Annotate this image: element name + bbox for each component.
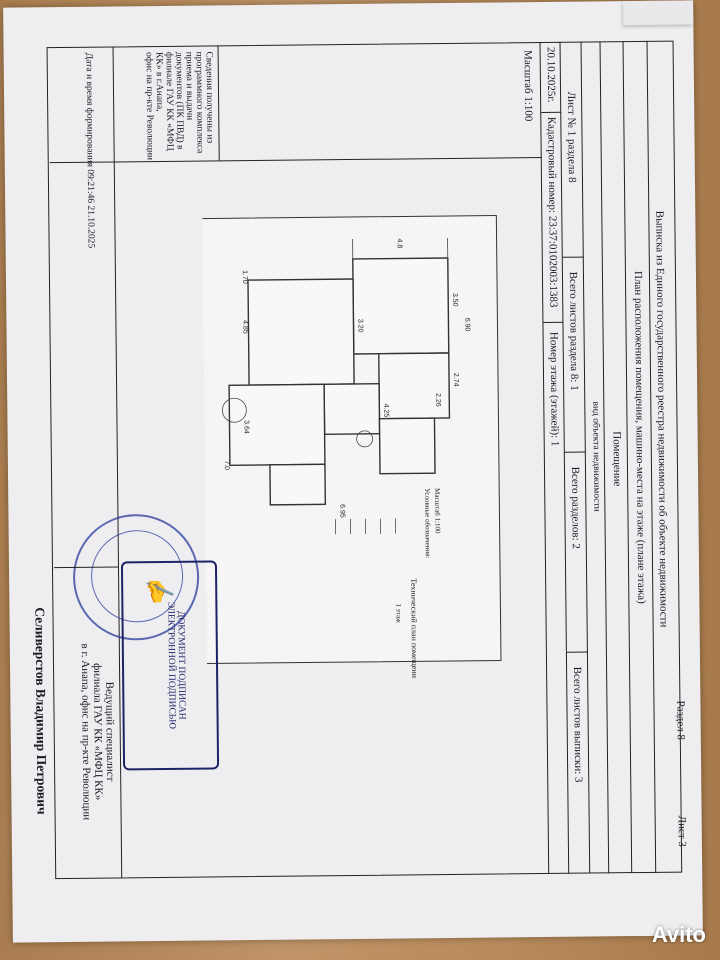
dim-label: 6.95 <box>338 504 345 518</box>
info-note-line: офис на пр-кте Революции <box>143 52 155 161</box>
dim-label: 3.64 <box>242 420 249 434</box>
signer-block: Ведущий специалист филиала ГАУ КК «МФЦ К… <box>78 592 117 872</box>
plan-header: Технический план помещения <box>409 578 419 680</box>
avito-watermark: Avito <box>651 922 706 947</box>
room-1 <box>352 257 450 355</box>
generated-at: Дата и время формирования 09:21:46 21.10… <box>83 52 96 249</box>
dim-label: 1.70 <box>241 270 248 284</box>
room-3 <box>247 278 355 386</box>
plan-floor: 1 этаж <box>394 603 402 623</box>
sheets-in-section: Всего листов раздела 8: 1 <box>566 271 581 391</box>
document-date: 20.10.2025г. <box>544 46 558 103</box>
info-note-line: приема и выдачи документов (ПК ПВД) в <box>173 51 195 150</box>
room-6 <box>378 417 436 475</box>
floor-plan-drawing: 3.50 2.74 4.8 3.20 4.25 4.85 3.64 7.0 2.… <box>173 214 502 682</box>
dim-label: 7.0 <box>223 460 230 470</box>
dim-label: 4.8 <box>396 238 403 248</box>
sections-total: Всего разделов: 2 <box>568 466 582 549</box>
dim-label: 2.74 <box>452 373 459 387</box>
cadastral-number: Кадастровый номер: 23:37:0102003:1383 <box>545 116 560 308</box>
room-2 <box>378 352 451 420</box>
signer-name: Селиверстов Владимир Петрович <box>32 607 50 815</box>
dim-label: 4.25 <box>382 404 389 418</box>
info-note-line: Сведения получены из программного компле… <box>193 51 215 154</box>
plan-scale: Масштаб 1:100 <box>433 488 441 534</box>
object-type: Помещение <box>610 431 624 487</box>
dim-label: 3.20 <box>356 319 363 333</box>
object-type-caption: вид объекта недвижимости <box>590 401 602 512</box>
dim-label: 6.90 <box>463 318 470 332</box>
document-content: Раздел 8 Лист 3 Выписка из Единого госуд… <box>3 0 703 937</box>
dim-label: 2.26 <box>434 393 441 407</box>
info-note-line: филиале ГАУ КК «МФЦ КК» в г.Анапа, <box>153 51 175 151</box>
dim-label: 3.50 <box>451 293 458 307</box>
plan-area: 3.50 2.74 4.8 3.20 4.25 4.85 3.64 7.0 2.… <box>173 157 547 682</box>
plan-legend-title: Условные обозначения: <box>423 488 432 558</box>
sheet-number: Лист № 1 раздела 8 <box>565 91 578 183</box>
dim-label: 4.85 <box>241 320 248 334</box>
room-4 <box>323 383 381 436</box>
sheets-total: Всего листов выписки: 3 <box>571 666 585 783</box>
document-sheet: Раздел 8 Лист 3 Выписка из Единого госуд… <box>3 0 703 943</box>
scale-label: Масштаб 1:100 <box>521 50 535 122</box>
floor-number: Номер этажа (этажей): 1 <box>547 331 561 447</box>
info-note: Сведения получены из программного компле… <box>144 51 215 160</box>
room-7 <box>269 463 327 506</box>
